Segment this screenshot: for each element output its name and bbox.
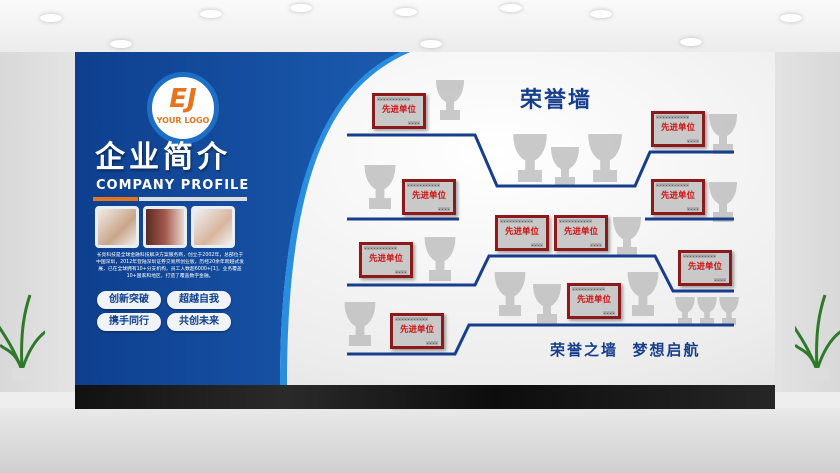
logo-text: YOUR LOGO <box>156 116 210 125</box>
ceiling-light <box>590 10 612 18</box>
white-divider <box>139 197 247 201</box>
ceiling-light <box>420 40 442 48</box>
slogan-pill: 超越自我 <box>167 291 231 309</box>
honor-wall-title: 荣誉墙 <box>520 88 593 113</box>
plaque-signature: 某某某某 <box>530 243 543 247</box>
award-plaque: 某某某某某某某某某某某先进单位某某某某 <box>390 313 444 349</box>
profile-paragraph: 长亮科技是全球金融科技解决方案服务商，创立于2002年，总部位于中国深圳，201… <box>96 253 244 279</box>
plaque-signature: 某某某某 <box>425 341 438 345</box>
plaque-caption: 某某某某某某某某某某某 <box>559 219 593 223</box>
trophy-icon <box>588 134 622 182</box>
plaque-label: 先进单位 <box>411 191 446 201</box>
profile-title: 企业简介 <box>95 140 231 175</box>
plaque-label: 先进单位 <box>660 191 695 201</box>
honor-wall-slogan: 荣誉之墙 梦想启航 <box>550 341 701 359</box>
ceiling <box>0 0 840 52</box>
ceiling-light <box>290 4 312 12</box>
award-plaque: 某某某某某某某某某某某先进单位某某某某 <box>651 111 705 147</box>
award-plaque: 某某某某某某某某某某某先进单位某某某某 <box>359 242 413 278</box>
trophy-silhouettes <box>344 80 739 356</box>
orange-divider <box>93 197 138 201</box>
floor <box>0 408 840 473</box>
trophy-icon <box>436 80 464 120</box>
photo-tablet <box>95 206 139 248</box>
slogan-pill: 创新突破 <box>97 291 161 309</box>
marble-base <box>75 385 775 409</box>
plaque-label: 先进单位 <box>399 325 434 335</box>
culture-wall: EJ YOUR LOGO 企业简介 COMPANY PROFILE 长亮科技是全… <box>75 52 775 386</box>
plaque-label: 先进单位 <box>368 254 403 264</box>
slogan-pill: 共创未来 <box>167 313 231 331</box>
plant-left <box>0 294 45 380</box>
plaque-signature: 某某某某 <box>589 243 602 247</box>
plaque-caption: 某某某某某某某某某某某 <box>500 219 534 223</box>
award-plaque: 某某某某某某某某某某某先进单位某某某某 <box>372 93 426 129</box>
trophy-icon <box>551 147 579 187</box>
plaque-caption: 某某某某某某某某某某某 <box>407 183 441 187</box>
award-plaque: 某某某某某某某某某某某先进单位某某某某 <box>495 215 549 251</box>
ceiling-light <box>680 38 702 46</box>
profile-subtitle: COMPANY PROFILE <box>96 178 250 193</box>
plaque-label: 先进单位 <box>381 105 416 115</box>
trophy-icon <box>709 182 737 222</box>
plaque-signature: 某某某某 <box>686 207 699 211</box>
trophy-icon <box>709 114 737 154</box>
ceiling-light <box>500 4 522 12</box>
plaque-signature: 某某某某 <box>437 207 450 211</box>
trophy-icon <box>697 297 717 325</box>
award-plaque: 某某某某某某某某某某某先进单位某某某某 <box>567 283 621 319</box>
plaque-label: 先进单位 <box>563 227 598 237</box>
plaque-signature: 某某某某 <box>394 270 407 274</box>
trophy-icon <box>627 272 659 316</box>
company-logo: EJ YOUR LOGO <box>147 72 219 144</box>
trophy-icon <box>344 302 376 346</box>
ceiling-light <box>395 8 417 16</box>
plaque-caption: 某某某某某某某某某某某 <box>683 254 717 258</box>
plaque-signature: 某某某某 <box>713 278 726 282</box>
plaque-caption: 某某某某某某某某某某某 <box>377 97 411 101</box>
plant-right <box>795 294 840 380</box>
plaque-label: 先进单位 <box>660 123 695 133</box>
plaque-caption: 某某某某某某某某某某某 <box>364 246 398 250</box>
trophy-icon <box>513 134 547 182</box>
ceiling-light <box>780 14 802 22</box>
trophy-icon <box>719 297 739 325</box>
trophy-icon <box>675 297 695 325</box>
shelf-lines <box>347 133 734 356</box>
award-plaque: 某某某某某某某某某某某先进单位某某某某 <box>402 179 456 215</box>
plaque-caption: 某某某某某某某某某某某 <box>572 287 606 291</box>
plaque-signature: 某某某某 <box>602 311 615 315</box>
photo-writing <box>191 206 235 248</box>
photo-handshake <box>143 206 187 248</box>
plaque-signature: 某某某某 <box>407 121 420 125</box>
award-plaque: 某某某某某某某某某某某先进单位某某某某 <box>678 250 732 286</box>
ceiling-light <box>40 14 62 22</box>
trophy-icon <box>533 284 561 324</box>
plaque-label: 先进单位 <box>576 295 611 305</box>
trophy-icon <box>613 217 641 257</box>
plaque-label: 先进单位 <box>687 262 722 272</box>
plaque-caption: 某某某某某某某某某某某 <box>656 183 690 187</box>
ceiling-light <box>200 10 222 18</box>
plaque-signature: 某某某某 <box>686 139 699 143</box>
award-plaque: 某某某某某某某某某某某先进单位某某某某 <box>554 215 608 251</box>
award-plaque: 某某某某某某某某某某某先进单位某某某某 <box>651 179 705 215</box>
trophy-icon <box>494 272 526 316</box>
ceiling-light <box>110 40 132 48</box>
logo-mark: EJ <box>169 84 197 114</box>
slogan-pill: 携手同行 <box>97 313 161 331</box>
plaque-caption: 某某某某某某某某某某某 <box>395 317 429 321</box>
plaque-caption: 某某某某某某某某某某某 <box>656 115 690 119</box>
trophy-icon <box>424 237 456 281</box>
plaque-label: 先进单位 <box>504 227 539 237</box>
trophy-icon <box>364 165 396 209</box>
